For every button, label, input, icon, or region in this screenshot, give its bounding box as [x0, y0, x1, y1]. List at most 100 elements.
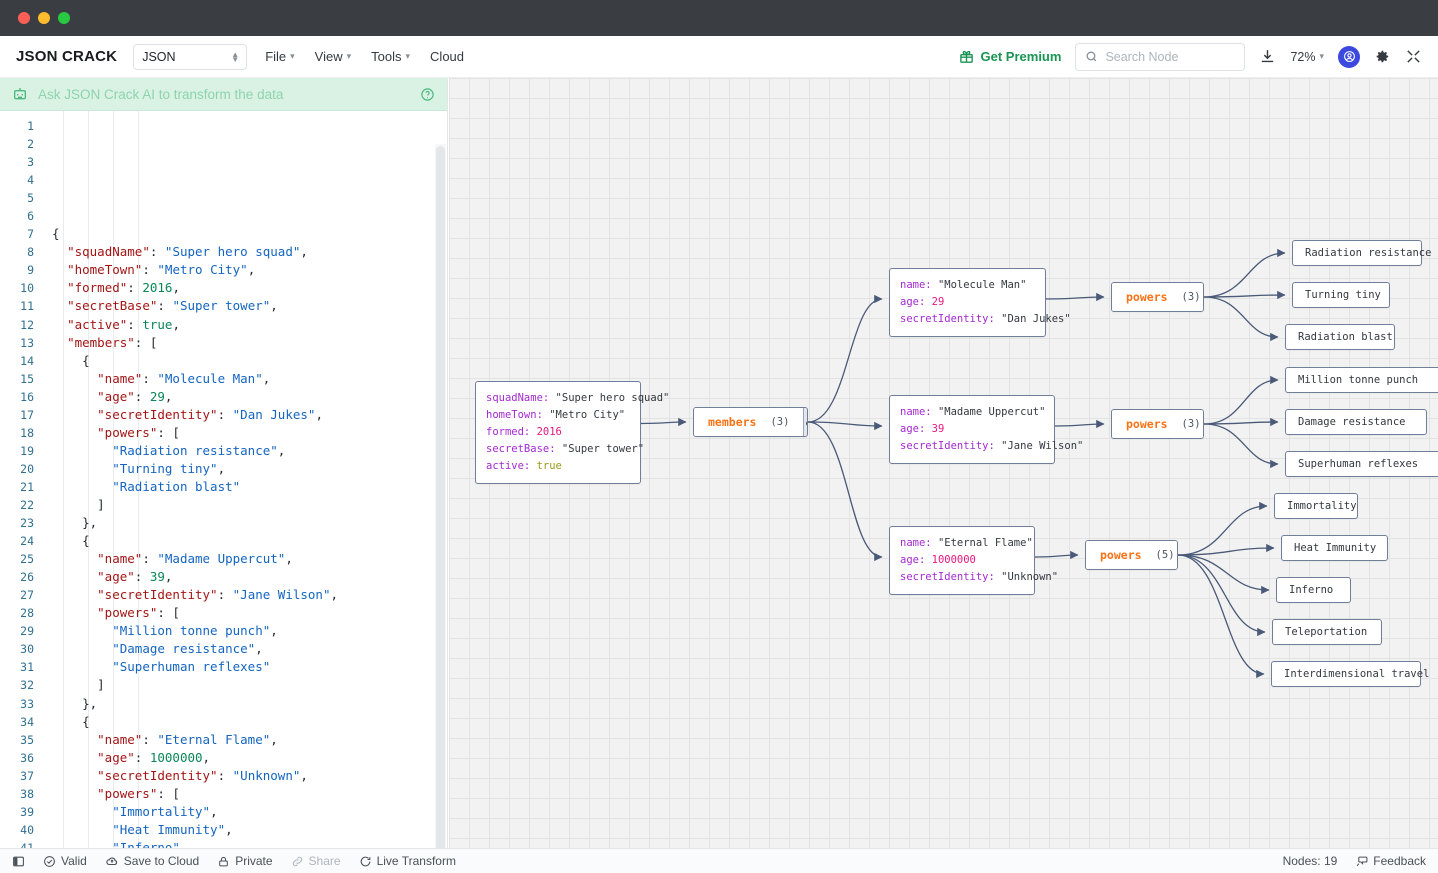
format-select-value: JSON	[142, 49, 176, 64]
powers-node-eternal-flame[interactable]: powers(5)	[1085, 540, 1178, 570]
line-number: 16	[20, 389, 34, 404]
leaf-value-node[interactable]: Teleportation	[1272, 619, 1382, 645]
code-line[interactable]: "Turning tiny",	[112, 460, 226, 476]
gear-icon[interactable]	[1374, 48, 1391, 65]
leaf-value-node[interactable]: Damage resistance	[1285, 409, 1427, 435]
search-input[interactable]	[1105, 49, 1236, 64]
code-line[interactable]: },	[82, 695, 98, 711]
code-line[interactable]: ]	[97, 677, 105, 693]
leaf-value-node[interactable]: Inferno	[1276, 577, 1351, 603]
code-line[interactable]: {	[82, 352, 90, 368]
node-property-row: age: 29	[900, 296, 945, 308]
app-logo: JSON CRACK	[16, 48, 118, 65]
ai-prompt-bar[interactable]: Ask JSON Crack AI to transform the data	[0, 78, 447, 111]
question-circle-icon[interactable]	[420, 87, 435, 102]
leaf-value-node[interactable]: Radiation resistance	[1292, 240, 1431, 266]
code-line[interactable]: "age": 29,	[97, 388, 173, 404]
leaf-value-node[interactable]: Heat Immunity	[1281, 535, 1388, 561]
panel-toggle-icon[interactable]	[12, 855, 25, 868]
format-select[interactable]: JSON ▲▼	[133, 43, 248, 70]
code-line[interactable]: "Immortality",	[112, 803, 218, 819]
code-line[interactable]: "name": "Eternal Flame",	[97, 731, 278, 747]
leaf-value-node[interactable]: Million tonne punch	[1285, 367, 1438, 393]
code-line[interactable]: {	[82, 713, 90, 729]
search-node-box[interactable]	[1075, 42, 1246, 71]
code-line[interactable]: "age": 1000000,	[97, 749, 211, 765]
menu-file[interactable]: File ▾	[265, 49, 294, 64]
code-line[interactable]: "members": [	[67, 334, 158, 350]
powers-node-madame-uppercut[interactable]: powers(3)	[1111, 409, 1204, 439]
code-line[interactable]: "Million tonne punch",	[112, 623, 278, 639]
node-label: powers(3)	[1112, 410, 1203, 438]
line-number: 18	[20, 425, 34, 440]
code-line[interactable]: "name": "Madame Uppercut",	[97, 551, 293, 567]
share-button[interactable]: Share	[291, 854, 341, 868]
node-property-row: name: "Madame Uppercut"	[900, 406, 1046, 418]
code-line[interactable]: "powers": [	[97, 785, 180, 801]
menu-view[interactable]: View ▾	[315, 49, 351, 64]
fullscreen-icon[interactable]	[1405, 48, 1422, 65]
code-line[interactable]: "Radiation resistance",	[112, 442, 286, 458]
code-line[interactable]: "Heat Immunity",	[112, 821, 233, 837]
code-line[interactable]: "active": true,	[67, 316, 180, 332]
line-number: 10	[20, 281, 34, 296]
leaf-value-node[interactable]: Immortality	[1274, 493, 1358, 519]
code-line[interactable]: {	[52, 226, 60, 242]
code-line[interactable]: "Superhuman reflexes"	[112, 659, 271, 675]
link-icon[interactable]	[803, 408, 807, 436]
privacy-toggle[interactable]: Private	[217, 854, 273, 868]
code-line[interactable]: "secretIdentity": "Jane Wilson",	[97, 587, 339, 603]
code-line[interactable]: "powers": [	[97, 424, 180, 440]
editor-scrollbar-thumb[interactable]	[436, 146, 445, 848]
editor-scrollbar[interactable]	[435, 144, 446, 848]
leaf-value-node[interactable]: Superhuman reflexes	[1285, 451, 1438, 477]
menu-tools[interactable]: Tools ▾	[371, 49, 410, 64]
window-maximize-button[interactable]	[58, 12, 70, 24]
code-line[interactable]: "powers": [	[97, 605, 180, 621]
feedback-button[interactable]: Feedback	[1355, 854, 1426, 868]
code-line[interactable]: "Radiation blast"	[112, 478, 241, 494]
code-line[interactable]: "squadName": "Super hero squad",	[67, 244, 308, 260]
node-count: Nodes: 19	[1282, 854, 1338, 868]
window-close-button[interactable]	[18, 12, 30, 24]
line-number: 5	[27, 191, 34, 206]
code-line[interactable]: "name": "Molecule Man",	[97, 370, 271, 386]
window-minimize-button[interactable]	[38, 12, 50, 24]
code-line[interactable]: "Inferno",	[112, 839, 188, 848]
save-to-cloud-button[interactable]: Save to Cloud	[105, 854, 199, 868]
download-icon[interactable]	[1259, 48, 1276, 65]
code-line[interactable]: "secretIdentity": "Dan Jukes",	[97, 406, 323, 422]
node-child-count: (3)	[770, 416, 790, 428]
code-line[interactable]: "homeTown": "Metro City",	[67, 262, 256, 278]
code-line[interactable]: {	[82, 533, 90, 549]
status-valid[interactable]: Valid	[43, 854, 87, 868]
root-object-node[interactable]: squadName: "Super hero squad"homeTown: "…	[475, 381, 669, 484]
code-line[interactable]: "age": 39,	[97, 569, 173, 585]
get-premium-button[interactable]: Get Premium	[959, 49, 1061, 64]
code-line[interactable]: "Damage resistance",	[112, 641, 263, 657]
line-number: 25	[20, 552, 34, 567]
code-line[interactable]: },	[82, 515, 98, 531]
editor-code-content[interactable]: { "squadName": "Super hero squad", "home…	[44, 111, 447, 848]
code-line[interactable]: ]	[97, 496, 105, 512]
leaf-value-node[interactable]: Interdimensional travel	[1271, 661, 1429, 687]
menu-cloud[interactable]: Cloud	[430, 49, 464, 64]
leaf-value-node[interactable]: Turning tiny	[1292, 282, 1390, 308]
members-node[interactable]: members(3)	[693, 407, 808, 437]
code-line[interactable]: "secretBase": "Super tower",	[67, 298, 278, 314]
line-number: 11	[20, 299, 34, 314]
node-child-count: (3)	[1181, 291, 1201, 303]
account-avatar-icon[interactable]	[1338, 45, 1360, 68]
leaf-value-node[interactable]: Radiation blast	[1285, 324, 1395, 350]
live-transform-toggle[interactable]: Live Transform	[359, 854, 456, 868]
powers-node-molecule-man[interactable]: powers(3)	[1111, 282, 1204, 312]
graph-canvas[interactable]: squadName: "Super hero squad"homeTown: "…	[449, 78, 1438, 848]
zoom-level-control[interactable]: 72% ▾	[1290, 50, 1324, 64]
code-line[interactable]: "secretIdentity": "Unknown",	[97, 767, 308, 783]
node-key: powers	[1100, 548, 1142, 562]
code-line[interactable]: "formed": 2016,	[67, 280, 180, 296]
